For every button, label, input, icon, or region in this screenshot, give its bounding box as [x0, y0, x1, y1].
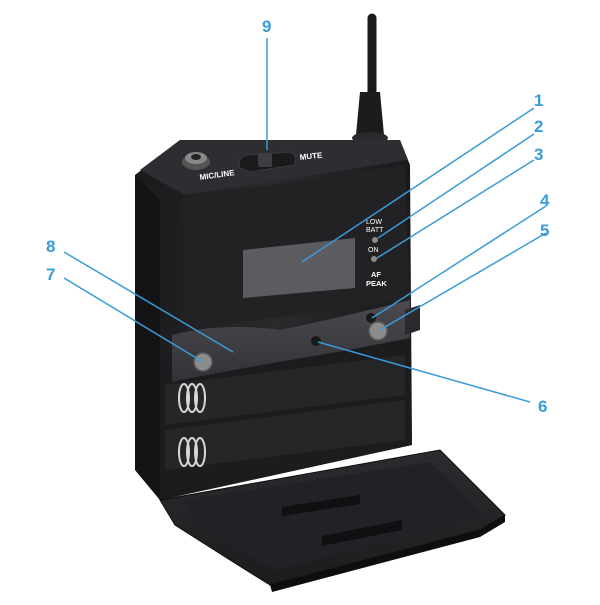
button-4[interactable]: [366, 313, 376, 323]
af-peak-label-1: AF: [371, 270, 381, 279]
low-batt-label-1: LOW: [366, 219, 382, 226]
side-latch: [405, 305, 420, 335]
low-batt-label-2: BATT: [366, 227, 384, 234]
body-left-side: [135, 175, 160, 500]
antenna-base: [356, 92, 384, 135]
antenna: [368, 18, 372, 104]
button-5[interactable]: [369, 322, 387, 340]
low-batt-led: [372, 237, 378, 243]
callout-7: 7: [46, 266, 55, 283]
callout-8: 8: [46, 238, 55, 255]
callout-1: 1: [534, 92, 543, 109]
on-led: [371, 256, 377, 262]
callout-3: 3: [534, 146, 543, 163]
callout-6: 6: [538, 398, 547, 415]
callout-2: 2: [534, 118, 543, 135]
on-label: ON: [368, 247, 379, 254]
callout-5: 5: [540, 222, 549, 239]
button-6[interactable]: [311, 336, 321, 346]
callout-4: 4: [540, 192, 549, 209]
callout-9: 9: [262, 18, 271, 35]
af-peak-label-2: PEAK: [366, 279, 387, 288]
